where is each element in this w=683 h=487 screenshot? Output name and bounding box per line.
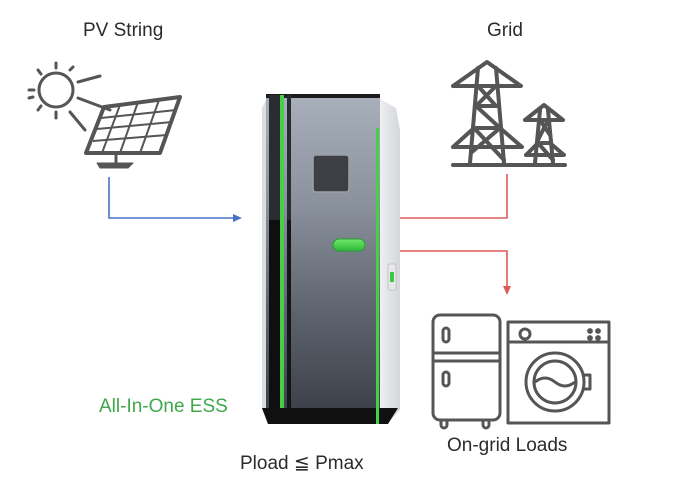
grid-to-ess-flow — [398, 174, 508, 219]
ess-cabinet — [262, 94, 400, 424]
washing-machine-icon — [506, 320, 611, 425]
sun-icon — [27, 61, 112, 132]
solar-panel-icon — [84, 95, 182, 169]
loads-label: On-grid Loads — [447, 435, 568, 456]
ess-to-loads-flow — [398, 250, 511, 295]
ess-label: All-In-One ESS — [99, 396, 228, 417]
grid-label: Grid — [487, 20, 523, 41]
power-tower-icon — [451, 60, 567, 167]
power-condition-label: Pload ≦ Pmax — [240, 453, 364, 474]
pv-string-label: PV String — [83, 20, 164, 41]
fridge-icon — [431, 313, 502, 430]
pv-to-ess-flow — [108, 177, 242, 222]
